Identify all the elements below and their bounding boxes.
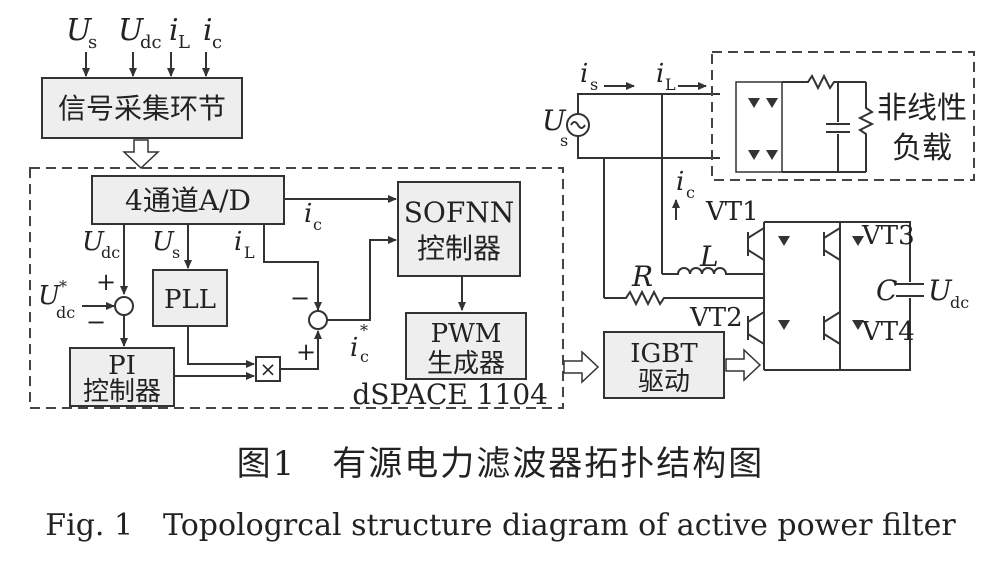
igbt-vt2-icon	[747, 311, 790, 345]
pll-block	[152, 269, 228, 327]
input-labels: U s U dc i L i c	[66, 13, 222, 53]
pwm-label-2: 生成器	[427, 349, 505, 379]
signal-sampling-label: 信号采集环节	[58, 92, 226, 125]
ic-ref-sub: c	[360, 347, 369, 366]
hollow-right-arrow-2	[725, 348, 762, 382]
dc-voltage-label: U	[928, 274, 953, 307]
inductor-icon	[662, 267, 764, 275]
ic-inject-sub: c	[686, 183, 695, 202]
igbt-vt4-icon	[823, 311, 864, 345]
sofnn-label-2: 控制器	[417, 232, 501, 265]
input-us-sub: s	[88, 32, 97, 53]
input-ic-sub: c	[212, 32, 222, 53]
ic-ref-label: i	[350, 333, 358, 363]
input-il-label: i	[169, 13, 179, 48]
is-label: i	[580, 59, 588, 89]
ad-converter-label: 4通道A/D	[125, 184, 251, 217]
pi-label-2: 控制器	[83, 377, 161, 407]
udc-branch-label: U	[82, 227, 105, 257]
ic-signal-sub: c	[313, 215, 322, 234]
diode-icon	[766, 150, 778, 160]
pll-label: PLL	[164, 285, 216, 315]
input-us-label: U	[66, 13, 93, 48]
multiplier-label: ×	[260, 357, 277, 381]
input-udc-sub: dc	[140, 32, 162, 53]
hollow-right-arrow-1	[563, 350, 600, 384]
input-ic-label: i	[203, 13, 213, 48]
diode-icon	[748, 150, 760, 160]
us-branch-label: U	[152, 227, 175, 257]
udc-ref-sup: *	[59, 277, 67, 296]
resistor-label: R	[631, 260, 653, 293]
ic-inject-label: i	[676, 167, 684, 197]
pwm-label-1: PWM	[431, 319, 502, 349]
igbt-label-1: IGBT	[630, 339, 698, 369]
ic-signal-label: i	[304, 199, 312, 229]
caption-chinese: 图1 有源电力滤波器拓扑结构图	[236, 444, 765, 484]
vt4-label: VT4	[861, 317, 915, 347]
vt1-label: VT1	[705, 197, 759, 227]
is-sub: s	[590, 75, 598, 94]
igbt-vt3-icon	[823, 227, 864, 261]
ic-summing-junction	[308, 310, 328, 330]
sofnn-controller-block	[397, 181, 521, 277]
hollow-down-arrow	[122, 139, 160, 170]
input-arrows	[82, 52, 210, 77]
source-us-sub: s	[560, 131, 568, 150]
us-branch-sub: s	[172, 243, 180, 262]
vt3-label: VT3	[861, 221, 915, 251]
udc-ref-label: U	[38, 281, 61, 311]
pi-label-1: PI	[108, 351, 136, 381]
load-resistor-icon	[857, 82, 875, 172]
caption-english: Fig. 1 Topologrcal structure diagram of …	[45, 508, 956, 543]
dc-voltage-sub: dc	[950, 293, 969, 312]
igbt-label-2: 驱动	[638, 367, 690, 397]
udc-ref-sub: dc	[56, 303, 75, 322]
capacitor-label: C	[876, 274, 897, 307]
load-label-1: 非线性	[877, 91, 967, 126]
ic-ref-line	[327, 236, 397, 321]
source-us-label: U	[542, 104, 567, 137]
igbt-vt1-icon	[747, 227, 790, 261]
pll-to-multiplier	[187, 326, 255, 368]
mult-sum-plus: +	[296, 338, 316, 366]
il-sum-minus: −	[290, 284, 310, 312]
filter-resistor-icon	[604, 289, 764, 307]
ic-ref-sup: *	[360, 321, 368, 340]
multiplier-to-sum	[280, 330, 322, 370]
rectifier-bridge	[735, 81, 783, 173]
udc-branch-sub: dc	[101, 243, 120, 262]
input-udc-label: U	[118, 13, 145, 48]
supply-top-wire	[577, 93, 720, 114]
udc-summing-junction	[114, 296, 134, 316]
input-il-sub: L	[178, 32, 190, 53]
il-branch-line	[263, 224, 322, 311]
il-branch-label: i	[234, 227, 242, 257]
diode-icon	[748, 98, 760, 108]
pwm-generator-block	[405, 312, 527, 380]
inductor-label: L	[699, 240, 719, 273]
sofnn-label-1: SOFNN	[404, 196, 515, 229]
load-il-sub: L	[665, 75, 676, 94]
igbt-driver-block	[603, 331, 725, 399]
il-branch-sub: L	[244, 243, 255, 262]
udc-sum-minus: −	[86, 308, 106, 336]
dspace-label: dSPACE 1104	[352, 378, 548, 411]
udc-sum-plus: +	[96, 268, 116, 296]
dspace-boundary	[29, 167, 564, 409]
nonlinear-load-boundary	[711, 51, 975, 181]
supply-bottom-wire	[577, 136, 720, 159]
pi-controller-block	[69, 347, 175, 407]
vt2-label: VT2	[689, 303, 743, 333]
load-label-2: 负载	[892, 131, 952, 166]
signal-sampling-block	[41, 77, 243, 139]
load-il-label: i	[656, 59, 664, 89]
diode-icon	[766, 98, 778, 108]
